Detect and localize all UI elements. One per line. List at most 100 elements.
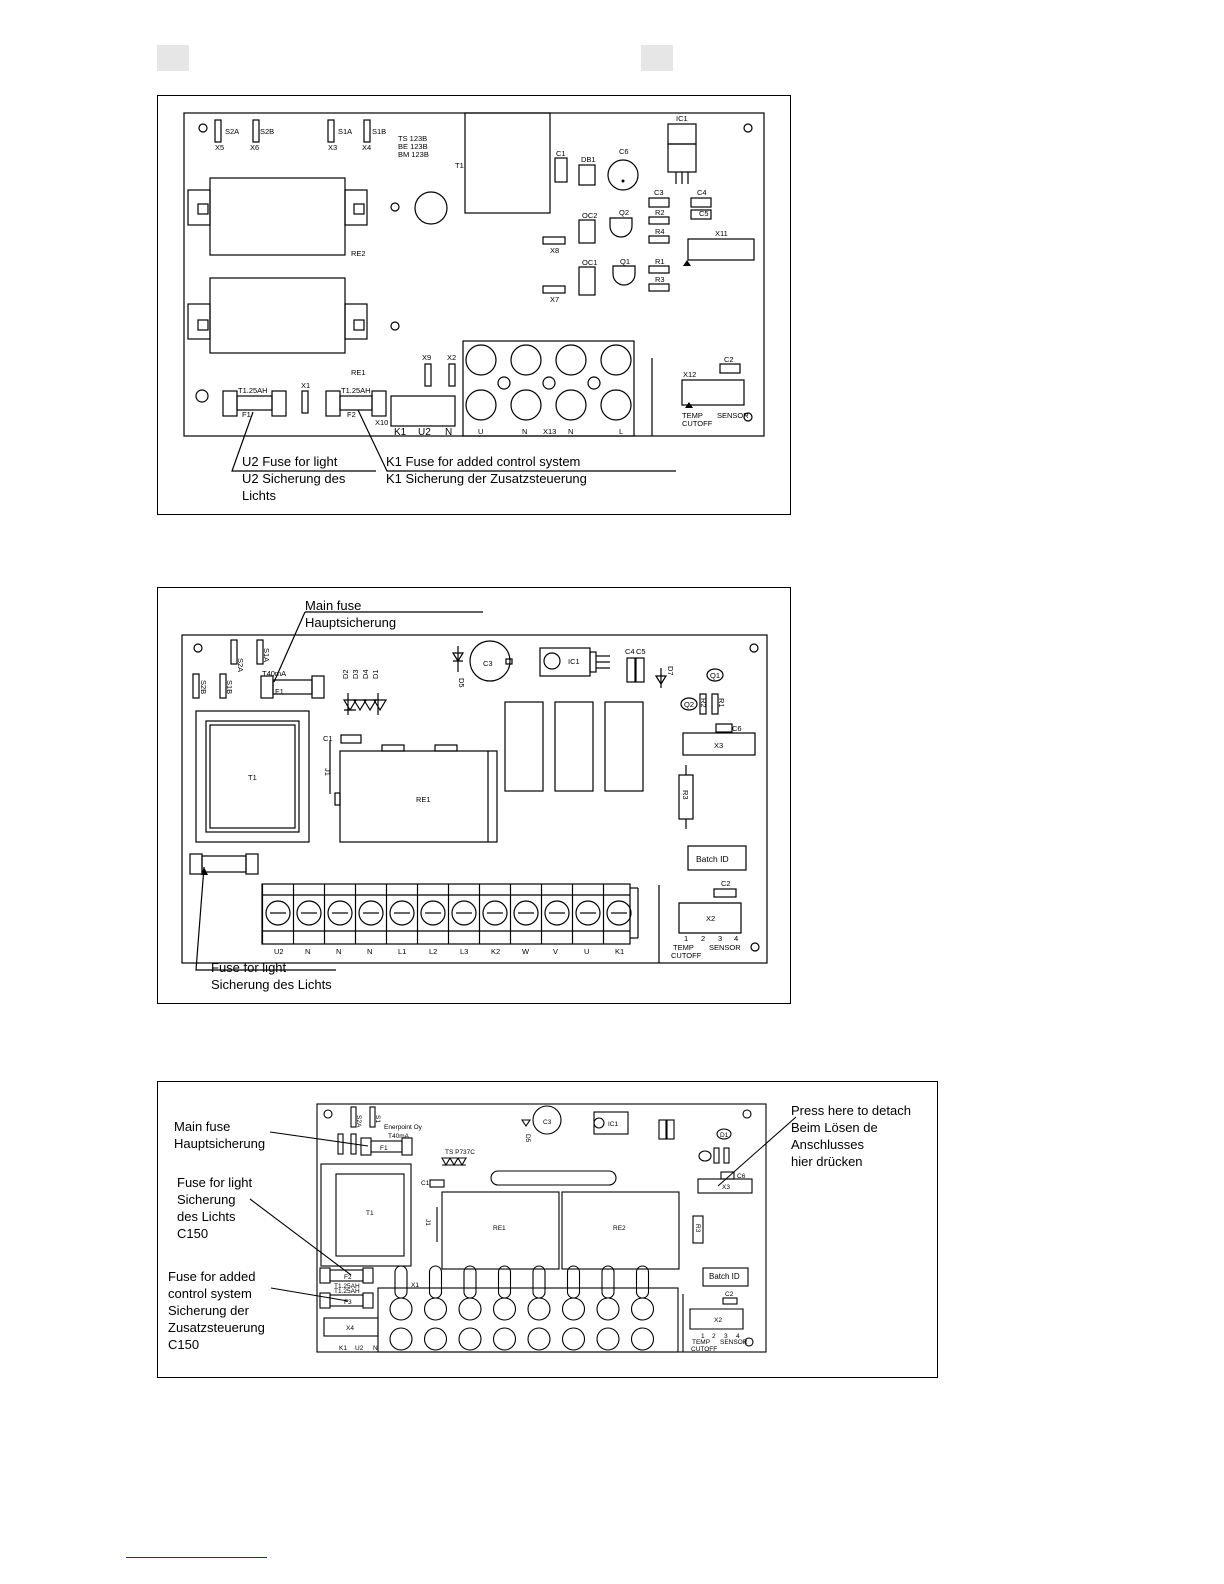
- label-x2: X2: [714, 1317, 722, 1324]
- label-c5: C5: [699, 209, 709, 218]
- connector-tab: [601, 1265, 615, 1299]
- label-num-3: 3: [724, 1333, 728, 1340]
- label-cutoff: CUTOFF: [671, 951, 702, 960]
- label-ic1: IC1: [568, 657, 580, 666]
- label-c3: C3: [543, 1119, 552, 1126]
- label-c4: C4: [625, 647, 635, 656]
- connector-tab: [532, 1265, 546, 1299]
- terminal-label: N: [305, 947, 310, 956]
- label-r3: R3: [694, 1224, 701, 1233]
- label-f1: F1: [380, 1145, 388, 1152]
- connector-tab: [394, 1265, 408, 1299]
- label-s1a: S1A: [338, 127, 352, 136]
- callout-u2-line-de: U2 Sicherung des: [242, 471, 346, 486]
- callout-detach-line-3: Anschlusses: [791, 1137, 864, 1152]
- label-bottom-n: N: [445, 427, 452, 438]
- label-f2: F2: [344, 1274, 352, 1281]
- label-c1: C1: [421, 1180, 430, 1187]
- callout-light-fuse: Fuse for light Sicherung des Lichts C150: [177, 1174, 252, 1242]
- terminal-screw: [423, 1327, 448, 1351]
- label-r3: R3: [681, 790, 690, 800]
- label-num-1: 1: [684, 934, 688, 943]
- label-c6: C6: [619, 147, 629, 156]
- label-oc2: OC2: [582, 211, 597, 220]
- label-num-4: 4: [736, 1333, 740, 1340]
- terminal-screw: [265, 900, 291, 926]
- callout-k1-line-en: K1 Fuse for added control system: [386, 454, 581, 469]
- callout-k1-line-de: K1 Sicherung der Zusatzsteuerung: [386, 471, 587, 486]
- pcb-diagram-2: S2A S1A S2B S1B T40mA F1 D2 D3 D4 D1 D5 …: [157, 587, 791, 1004]
- label-x3: X3: [722, 1184, 730, 1191]
- terminal-screw: [527, 1297, 551, 1321]
- label-re2: RE2: [613, 1225, 626, 1232]
- label-s1b: S1B: [225, 680, 234, 694]
- label-re1: RE1: [416, 795, 431, 804]
- label-c3: C3: [654, 188, 664, 197]
- terminal-screw: [389, 1327, 413, 1351]
- terminal-screw: [575, 900, 601, 926]
- callout-light-line-2: Sicherung: [177, 1192, 236, 1207]
- pcb-diagram-3: Enerpoint Oy TS P737C S2A S1 T40mA F1 C3…: [157, 1081, 938, 1378]
- label-c1: C1: [556, 149, 566, 158]
- terminal-label: N: [367, 947, 372, 956]
- terminal-screw: [492, 1297, 517, 1321]
- label-c2: C2: [725, 1291, 734, 1298]
- label-q1: Q1: [620, 257, 630, 266]
- label-q2: Q2: [684, 700, 694, 709]
- callout-main-fuse: Main fuse Hauptsicherung: [305, 597, 396, 631]
- label-fuse-f2: T1.25AH: [341, 386, 371, 395]
- label-x11: X11: [715, 229, 728, 238]
- callout-u2-line-en: U2 Fuse for light: [242, 454, 338, 469]
- label-model: TS P737C: [445, 1149, 475, 1156]
- callout-light-line-4: C150: [177, 1226, 209, 1241]
- label-re1: RE1: [351, 368, 366, 377]
- terminal-screw: [630, 1327, 655, 1351]
- label-num-2: 2: [712, 1333, 716, 1340]
- callout-light-line-1: Fuse for light: [177, 1175, 253, 1190]
- callout-detach-line-4: hier drücken: [791, 1154, 863, 1169]
- terminal-label: W: [522, 947, 530, 956]
- label-d3: D3: [351, 669, 360, 679]
- terminal-label: K2: [491, 947, 500, 956]
- label-batch-id: Batch ID: [696, 854, 729, 864]
- footnote-rule: [126, 1557, 267, 1558]
- label-x2: X2: [706, 914, 715, 923]
- label-d7: D7: [666, 666, 675, 676]
- label-d5: D5: [524, 1134, 531, 1143]
- label-x1: X1: [301, 381, 310, 390]
- label-temp: TEMP: [673, 943, 694, 952]
- terminal-screw: [451, 900, 477, 926]
- label-j1: J1: [424, 1219, 431, 1226]
- label-fuse-b: T1.25AH: [334, 1288, 360, 1295]
- label-x2: X2: [447, 353, 456, 362]
- label-bottom-k1: K1: [394, 427, 407, 438]
- label-company: Enerpoint Oy: [384, 1124, 423, 1131]
- label-term-u: U: [478, 427, 483, 436]
- terminal-screw: [561, 1327, 586, 1351]
- label-bottom-u2: U2: [418, 427, 431, 438]
- label-t1: T1: [248, 773, 257, 782]
- label-d2: D2: [341, 669, 350, 679]
- label-s1b: S1B: [372, 127, 386, 136]
- terminal-label: L2: [429, 947, 437, 956]
- label-s2a: S2A: [236, 658, 245, 672]
- pcb-diagram-2-drawing: S2A S1A S2B S1B T40mA F1 D2 D3 D4 D1 D5 …: [181, 611, 768, 971]
- label-x4: X4: [362, 143, 371, 152]
- label-t1: T1: [455, 161, 464, 170]
- label-num-4: 4: [734, 934, 738, 943]
- label-term-n: N: [522, 427, 527, 436]
- label-f2: F2: [347, 410, 356, 419]
- terminal-label: K1: [615, 947, 624, 956]
- callout-detach-line-2: Beim Lösen de: [791, 1120, 878, 1135]
- terminal-screw: [482, 900, 508, 926]
- callout-u2-fuse: U2 Fuse for light U2 Sicherung des Licht…: [242, 453, 345, 504]
- callout-control-line-4: Zusatzsteuerung: [168, 1320, 265, 1335]
- pcb-diagram-3-drawing: Enerpoint Oy TS P737C S2A S1 T40mA F1 C3…: [249, 1103, 797, 1353]
- terminal-screw: [606, 900, 632, 926]
- label-sensor: SENSOR: [717, 411, 749, 420]
- label-x1: X1: [411, 1282, 419, 1289]
- terminal-screw: [389, 900, 415, 926]
- label-temp: TEMP: [682, 411, 703, 420]
- connector-tab: [635, 1265, 650, 1299]
- label-c5: C5: [636, 647, 646, 656]
